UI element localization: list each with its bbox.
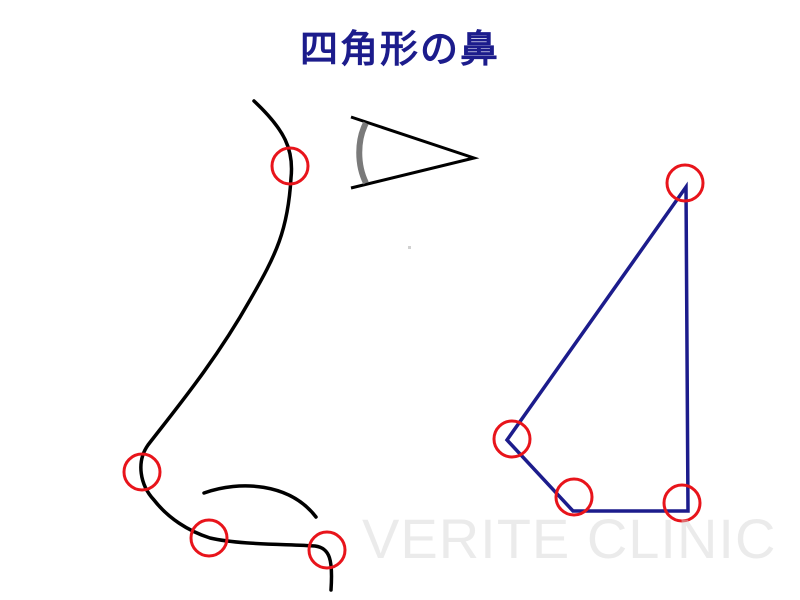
- marker-nasal-tip: [122, 452, 162, 492]
- marker-shape-tip: [492, 419, 532, 459]
- marker-columella: [189, 518, 229, 558]
- stray-mark: [408, 246, 411, 249]
- eye-icon: [350, 115, 480, 190]
- page-title: 四角形の鼻: [299, 27, 500, 71]
- nostril-arc: [202, 484, 318, 519]
- marker-shape-bottom-right: [662, 483, 702, 523]
- marker-subnasale: [307, 530, 347, 570]
- marker-shape-top: [665, 163, 705, 203]
- nose-profile-line: [139, 99, 334, 592]
- marker-nasal-root: [270, 146, 310, 186]
- marker-shape-bottom-left: [554, 477, 594, 517]
- quadrilateral-outline: [504, 181, 690, 513]
